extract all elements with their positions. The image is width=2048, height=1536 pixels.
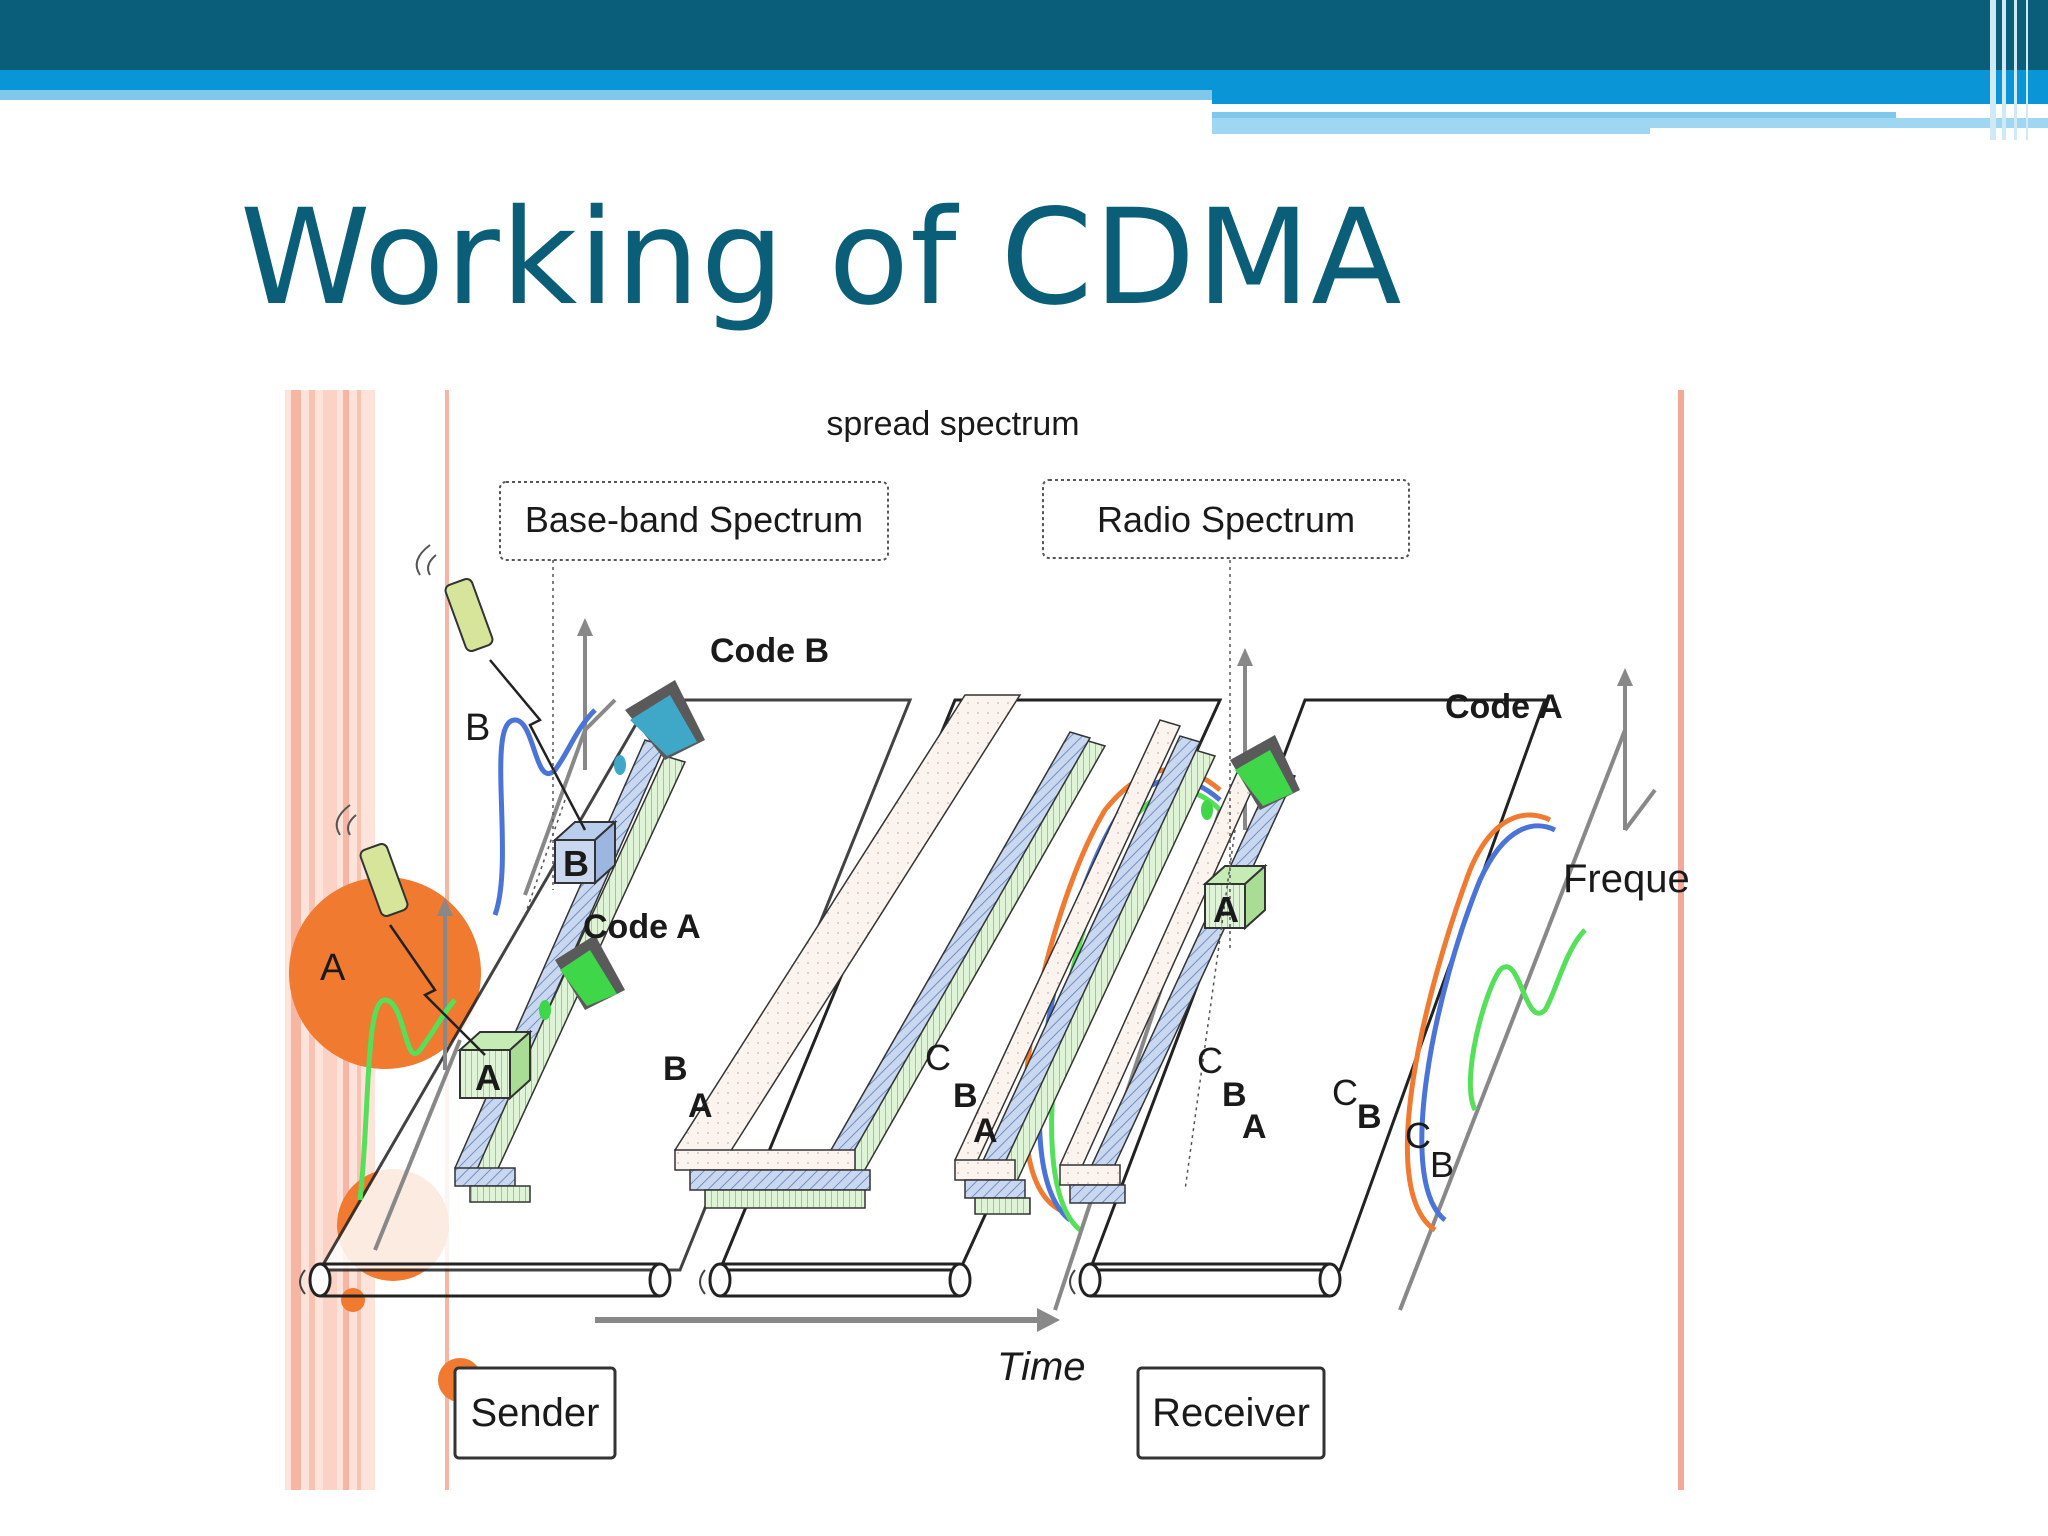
receiver-axes: [1617, 668, 1657, 832]
label-stack3-c: C: [1197, 1040, 1223, 1081]
cdma-diagram: spread spectrum Base-band Spectrum Radio…: [285, 390, 1690, 1490]
baseband-box: [499, 481, 889, 561]
label-receiver: Receiver: [1152, 1391, 1310, 1435]
belt-links: [299, 1269, 1076, 1295]
label-sender: Sender: [471, 1391, 600, 1435]
label-radio-spectrum: Radio Spectrum: [1097, 499, 1355, 540]
label-stack4-c: C: [1332, 1072, 1358, 1113]
label-stack3-a: A: [1242, 1108, 1267, 1146]
signal-a-curve: [357, 997, 457, 1201]
sender-axes: [373, 618, 617, 1251]
cube-b: [552, 819, 618, 886]
slide-title: Working of CDMA: [240, 181, 1403, 335]
bucket-code-b: [614, 680, 705, 775]
leader-lines: [524, 560, 1236, 1191]
label-baseband-spectrum: Base-band Spectrum: [525, 499, 863, 540]
receiver-box: [1136, 1366, 1326, 1460]
label-stack1-b: B: [663, 1050, 688, 1088]
label-curve-c: C: [1405, 1115, 1431, 1156]
label-code-a-receiver: Code A: [1445, 688, 1563, 726]
label-frequency-axis: Freque: [1563, 857, 1690, 901]
bucket-code-a-sender: [539, 935, 625, 1020]
signal-b-curve: [492, 708, 597, 916]
label-stack2-b: B: [953, 1077, 978, 1115]
cube-a-sender: [457, 1029, 533, 1101]
label-stack2-c: C: [925, 1037, 951, 1078]
transmission-lines: [388, 659, 587, 1056]
phone-a-icon: [335, 804, 409, 917]
label-stack4-b: B: [1357, 1098, 1382, 1136]
label-stack2-a: A: [973, 1112, 998, 1150]
label-spread-spectrum: spread spectrum: [826, 405, 1079, 443]
label-cube-a-receiver: A: [1213, 889, 1239, 930]
label-cube-a: A: [475, 1057, 501, 1098]
time-axis-arrow: [595, 1308, 1060, 1332]
cube-a-receiver: [1202, 863, 1268, 931]
header-band: [0, 0, 2048, 140]
bucket-code-a-receiver: [1201, 735, 1300, 820]
label-user-a: A: [320, 947, 346, 989]
label-cube-b: B: [563, 843, 589, 884]
label-curve-b: B: [1430, 1144, 1454, 1185]
phone-b-icon: [415, 544, 494, 652]
label-code-b: Code B: [710, 632, 829, 670]
label-stack1-a: A: [688, 1087, 713, 1125]
radio-curves-receiver: [1404, 812, 1587, 1233]
label-time-axis: Time: [997, 1345, 1086, 1389]
sender-box: [453, 1366, 617, 1460]
label-code-a-sender: Code A: [583, 908, 701, 946]
label-stack3-b: B: [1222, 1076, 1247, 1114]
stack-radio-sender: [673, 694, 1107, 1209]
stack-receiver-1: [953, 719, 1217, 1215]
label-user-b: B: [465, 707, 490, 749]
radio-box: [1042, 479, 1410, 559]
